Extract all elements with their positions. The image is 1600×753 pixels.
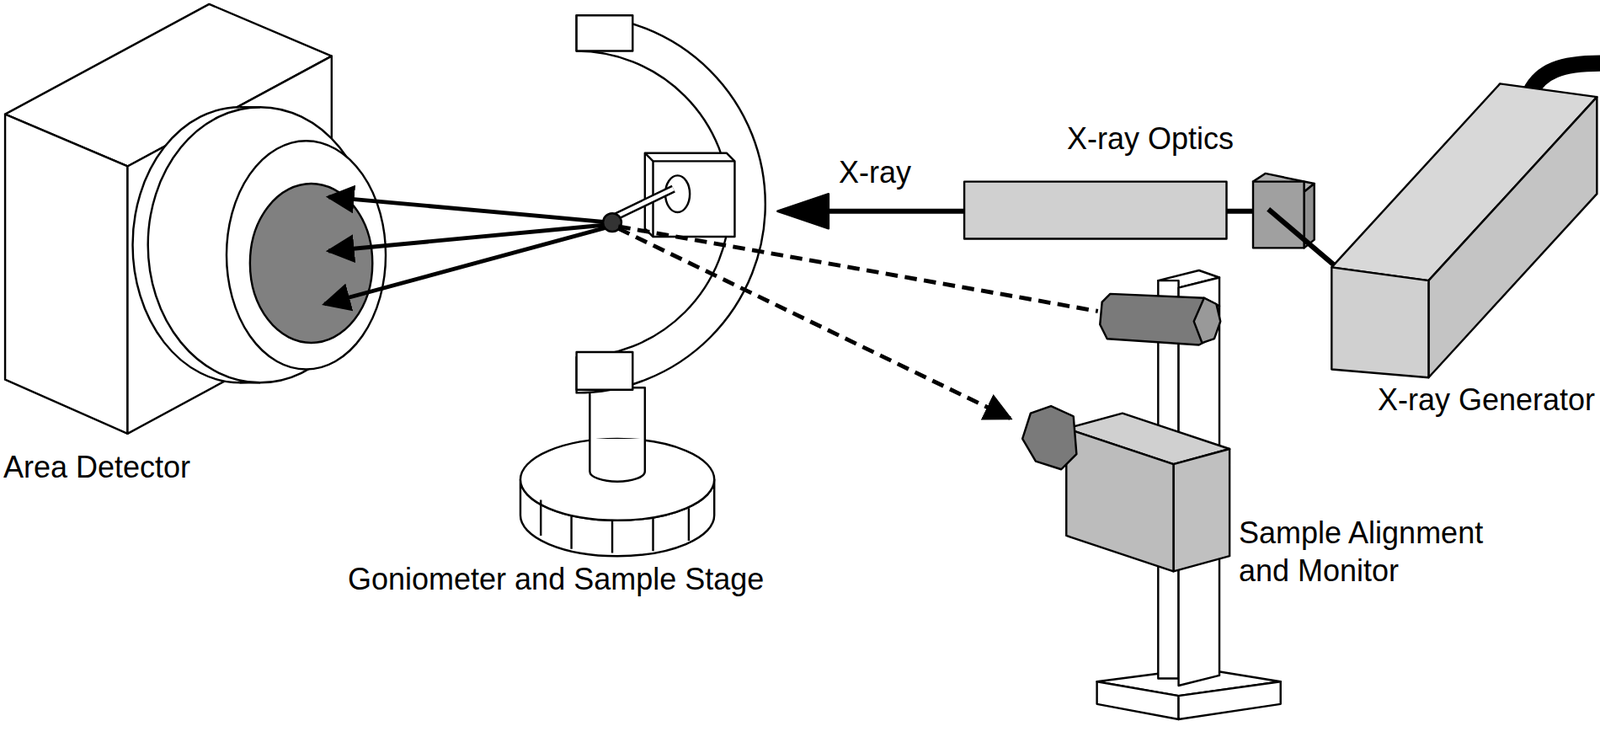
detector-label: Area Detector [3, 448, 191, 486]
goniometer-part [540, 500, 689, 554]
goniometer-part [589, 438, 645, 482]
alignment-monitor-part [1178, 681, 1281, 720]
monitor-label-text: Sample Alignment and Monitor [1238, 515, 1483, 588]
alignment-view-lines-part [618, 228, 1010, 418]
diffracted-rays [324, 197, 610, 304]
x-ray-source-part [1331, 266, 1429, 378]
x-ray-source-part [816, 208, 965, 214]
generator-label-text: X-ray Generator [1377, 382, 1595, 417]
alignment-monitor-part [1022, 405, 1077, 470]
x-ray-source-part [1428, 96, 1597, 378]
alignment-monitor-part [1097, 681, 1179, 720]
generator-label: X-ray Generator [1377, 380, 1595, 419]
diffracted-rays-part [328, 197, 610, 223]
x-ray-source-part [964, 181, 1227, 240]
area-detector-part [250, 183, 373, 343]
alignment-monitor-part [1066, 428, 1174, 572]
alignment-view-lines [618, 226, 1099, 419]
monitor-label: Sample Alignment and Monitor [1238, 513, 1509, 590]
goniometer-part [576, 15, 766, 393]
goniometer-part [616, 188, 674, 217]
beam-label: X-ray [838, 153, 912, 192]
goniometer-part [576, 15, 634, 51]
alignment-monitor [1022, 270, 1281, 720]
detector-label-text: Area Detector [3, 449, 191, 485]
beam-label-text: X-ray [838, 154, 912, 190]
area-detector-part [226, 140, 386, 369]
goniometer-label-text: Goniometer and Sample Stage [347, 561, 764, 597]
goniometer-part [616, 188, 674, 217]
x-ray-source-part [777, 193, 829, 229]
x-ray-source-part [1530, 63, 1600, 92]
goniometer-part [520, 438, 715, 521]
alignment-monitor-part [1173, 448, 1230, 571]
optics-label-text: X-ray Optics [1066, 121, 1234, 156]
alignment-view-lines-part [618, 226, 1099, 312]
goniometer-part [576, 352, 634, 390]
area-detector-part [5, 114, 128, 434]
goniometer-label: Goniometer and Sample Stage [347, 560, 764, 598]
x-ray-source [777, 63, 1600, 378]
area-detector [5, 4, 386, 434]
goniometer [520, 15, 766, 556]
optics-label: X-ray Optics [1066, 119, 1234, 158]
x-ray-source-part [1268, 208, 1337, 267]
alignment-monitor-part [1194, 298, 1222, 343]
diffracted-rays-part [324, 226, 610, 304]
